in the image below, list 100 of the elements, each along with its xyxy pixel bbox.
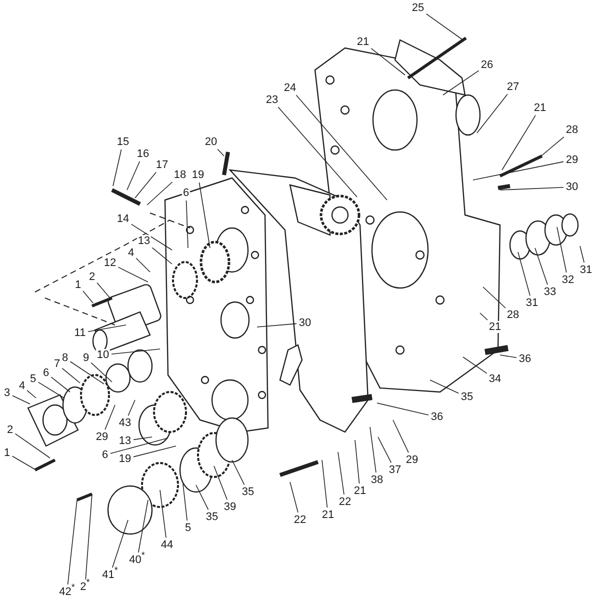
callout-number: 40$^{*}$: [128, 554, 146, 566]
callout-number: 6: [182, 187, 190, 199]
leader-line: [96, 282, 110, 298]
callout-number: 10: [96, 349, 110, 361]
leader-line: [198, 182, 210, 248]
leader-line: [518, 252, 530, 296]
leader-line: [540, 136, 564, 158]
callout-number: 13: [136, 235, 152, 247]
callout-number: 11: [73, 327, 87, 339]
callout-number: 21: [356, 36, 370, 48]
leader-line: [290, 482, 298, 513]
leader-line: [85, 494, 92, 580]
leader-line: [12, 456, 36, 470]
leader-line: [370, 426, 376, 473]
callout-number: 6: [42, 367, 50, 379]
callout-number: 20: [204, 136, 218, 148]
callout-number: 37: [388, 464, 402, 476]
leader-line: [111, 348, 160, 354]
leader-line: [50, 376, 70, 392]
callout-number: 31: [578, 264, 594, 276]
leader-line: [476, 94, 508, 134]
leader-line: [462, 356, 488, 374]
callout-number: 12: [102, 257, 118, 269]
leader-line: [556, 226, 567, 273]
callout-number: 30: [298, 317, 312, 329]
callout-number: 14: [116, 213, 130, 225]
leader-line: [442, 70, 480, 96]
leader-line: [12, 395, 30, 404]
callout-number: 27: [506, 81, 520, 93]
callout-number: 35: [460, 391, 474, 403]
callout-number: 21: [352, 485, 368, 497]
callout-number: 28: [506, 309, 520, 321]
leader-line: [62, 368, 80, 384]
callout-number: 19: [190, 169, 206, 181]
callout-number: 8: [60, 352, 70, 364]
leader-line: [70, 361, 104, 384]
callout-number: 5: [28, 373, 38, 385]
callout-number: 35: [240, 486, 256, 498]
leader-line: [112, 149, 122, 186]
callout-number: 2$^{*}$: [79, 581, 91, 593]
leader-line: [500, 187, 564, 190]
callout-number: 43: [118, 417, 132, 429]
leader-line: [256, 323, 297, 328]
leader-line: [136, 258, 150, 272]
leader-line: [118, 266, 148, 282]
callout-number: 19: [118, 453, 132, 465]
callout-number: 26: [480, 59, 494, 71]
callout-number: 39: [222, 501, 238, 513]
leader-line: [482, 286, 506, 308]
leader-line: [338, 452, 344, 495]
leader-line: [14, 433, 50, 458]
leader-line: [196, 484, 209, 510]
callout-number: 33: [542, 286, 558, 298]
leader-line: [26, 390, 36, 398]
callout-number: 23: [264, 94, 280, 106]
leader-line: [534, 248, 548, 285]
leader-line: [146, 182, 173, 206]
leader-line: [112, 520, 128, 568]
callout-number: 30: [564, 181, 580, 193]
leader-line: [104, 404, 116, 430]
callout-number: 25: [410, 2, 426, 14]
leader-line: [134, 172, 156, 198]
callout-number: 2: [88, 271, 96, 283]
callout-number: 3: [2, 387, 12, 399]
callout-number: 22: [292, 514, 308, 526]
callout-number: 21: [532, 102, 548, 114]
leader-line: [186, 200, 188, 248]
callout-number: 13: [118, 435, 132, 447]
callout-number: 16: [136, 148, 150, 160]
callout-number: 32: [560, 274, 576, 286]
leader-line: [480, 312, 488, 320]
callout-number: 36: [518, 353, 532, 365]
callout-number: 9: [82, 352, 90, 364]
callout-number: 21: [488, 321, 502, 333]
leader-line: [472, 161, 564, 180]
callout-number: 6: [100, 449, 110, 461]
callout-number: 29: [404, 454, 420, 466]
leader-line: [217, 148, 224, 156]
callout-number: 5: [184, 522, 192, 534]
callout-number: 15: [116, 136, 130, 148]
leader-line: [322, 460, 328, 508]
callout-number: 29: [564, 154, 580, 166]
callout-number: 17: [154, 159, 170, 171]
leader-line: [580, 246, 584, 263]
leader-line: [38, 382, 64, 398]
callout-number: 1: [2, 447, 12, 459]
callout-number: 34: [488, 373, 502, 385]
leader-line: [130, 224, 172, 250]
leader-line: [110, 438, 168, 454]
leader-line: [88, 324, 126, 332]
leader-line: [126, 161, 140, 190]
leader-line: [502, 114, 536, 170]
leader-line: [182, 484, 188, 521]
leader-line: [160, 490, 166, 538]
callout-number: 35: [204, 511, 220, 523]
callout-number: 22: [338, 496, 352, 508]
leader-line: [370, 48, 406, 76]
callout-number: 31: [524, 297, 540, 309]
leader-line: [133, 436, 152, 440]
leader-line: [392, 420, 409, 453]
